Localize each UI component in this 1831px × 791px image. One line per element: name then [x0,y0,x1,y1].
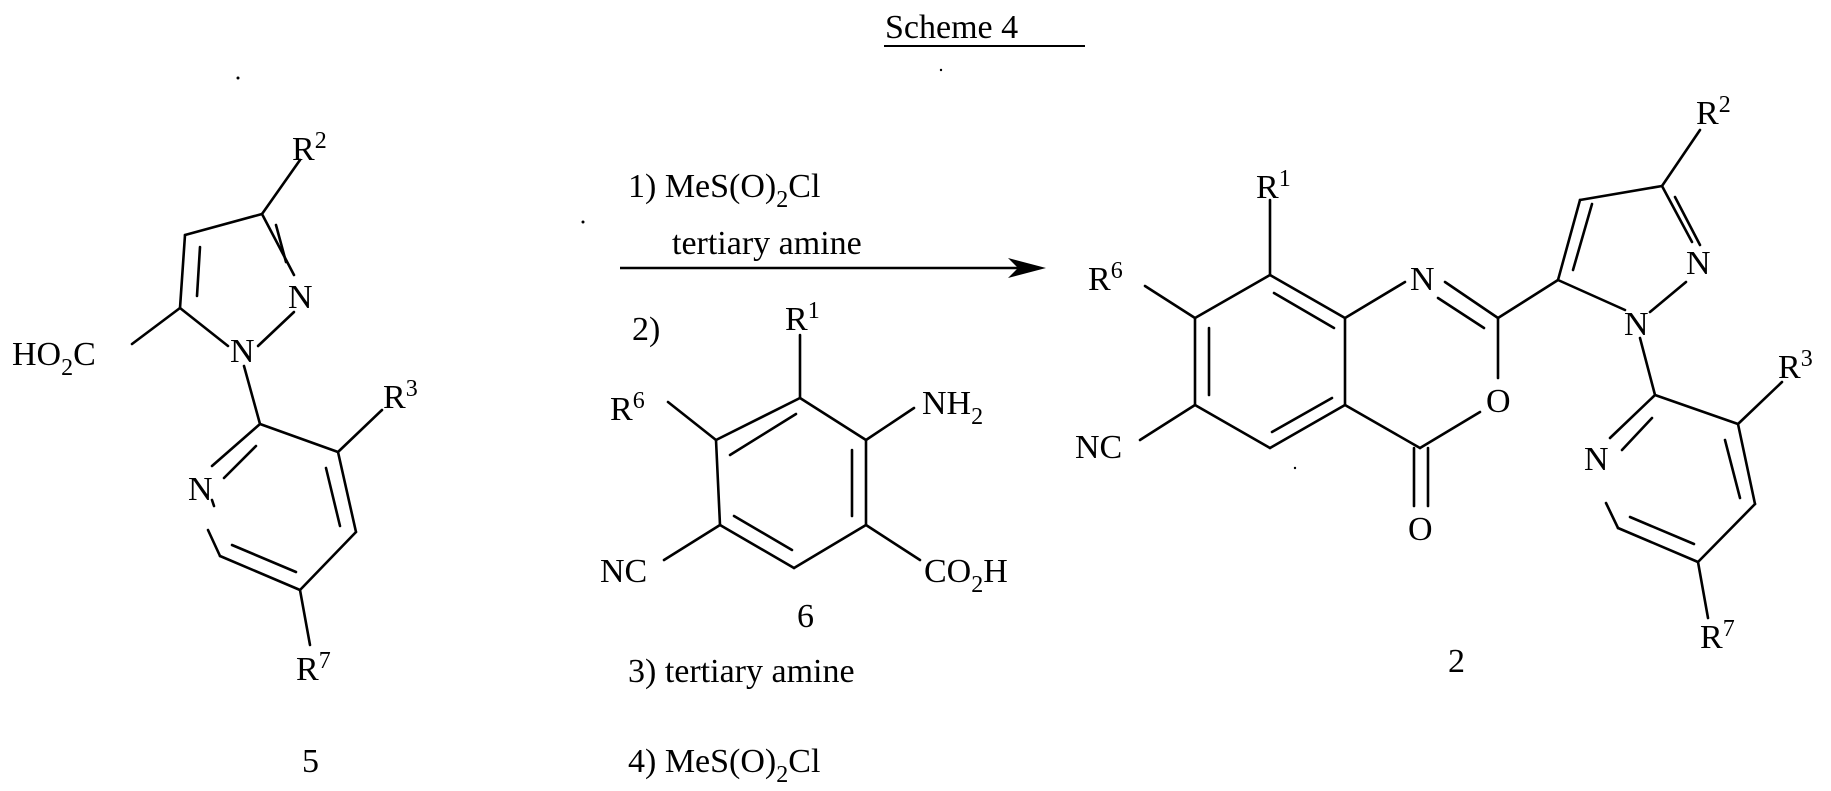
compound-2-nitrile: NC [1075,429,1122,466]
compound-5-r7: R7 [296,648,331,688]
compound-2-label: 2 [1448,643,1465,680]
compound-2-r7: R7 [1700,616,1735,656]
compound-5-label: 5 [302,743,319,780]
compound-6-r1: R1 [785,298,820,338]
scan-speck [582,221,585,224]
compound-5-r2: R2 [292,128,327,168]
compound-2-r1: R1 [1256,166,1291,206]
compound-2-pyridine-n: N [1584,441,1609,478]
compound-6-nitrile: NC [600,553,647,590]
compound-6-r6: R6 [610,388,645,428]
compound-5-pyrazole-n2: N [288,279,313,316]
condition-step-2: 2) [632,311,660,348]
condition-step-1: 1) MeS(O)2Cl [628,168,820,213]
condition-step-3: 3) tertiary amine [628,653,855,690]
compound-2-r3: R3 [1778,346,1813,386]
compound-2-pyrazole-n1: N [1624,306,1649,343]
condition-step-4: 4) MeS(O)2Cl [628,743,820,788]
compound-5-structure [132,160,382,645]
scheme-title: Scheme 4 [885,9,1018,46]
scan-speck [237,77,240,80]
compound-5-acid: HO2C [12,336,96,381]
compound-2-oxazine-o: O [1486,383,1511,420]
compound-2-carbonyl-o: O [1408,511,1433,548]
compound-6-label: 6 [797,598,814,635]
compound-5-r3: R3 [383,376,418,416]
compound-2-structure [1140,130,1782,618]
compound-2-r6: R6 [1088,258,1123,298]
compound-6-amine: NH2 [922,385,983,430]
compound-2-r2: R2 [1696,92,1731,132]
compound-2-pyrazole-n2: N [1686,245,1711,282]
compound-2-oxazine-n: N [1410,261,1435,298]
scan-speck [1294,467,1296,469]
condition-step-1-base: tertiary amine [672,225,862,262]
scan-speck [940,69,942,71]
compound-5-pyrazole-n1: N [230,333,255,370]
compound-5-pyridine-n: N [188,471,213,508]
compound-6-acid: CO2H [924,553,1008,598]
compound-6-structure [664,335,920,568]
